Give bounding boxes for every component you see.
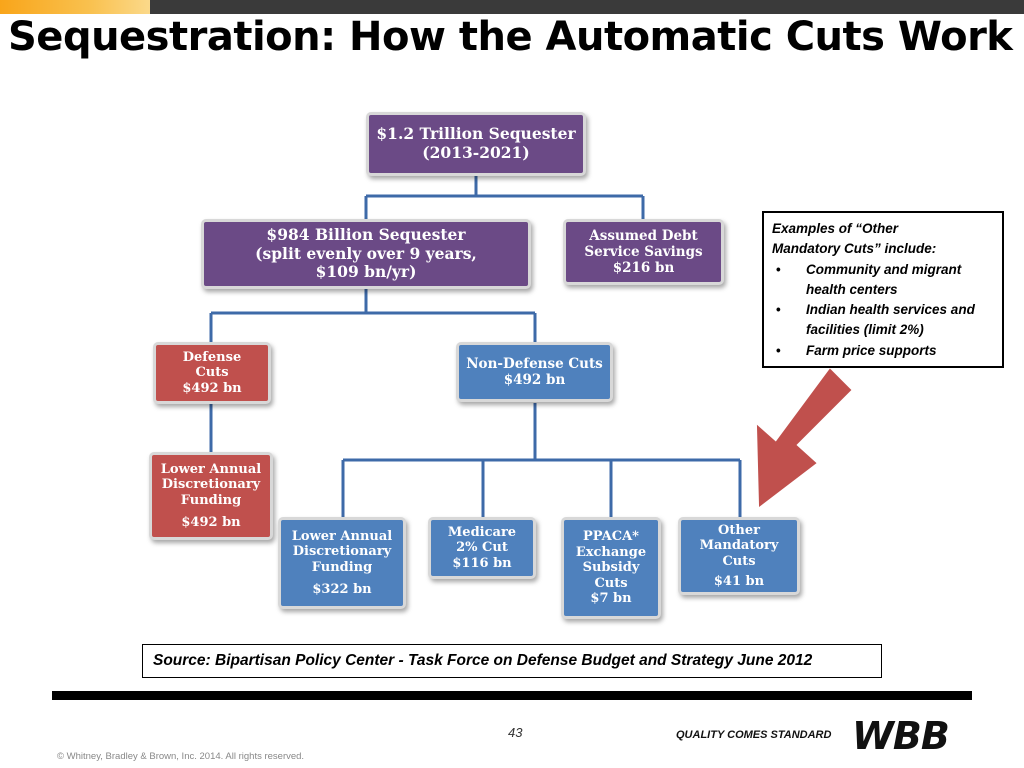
- box-line: Service Savings: [584, 243, 703, 260]
- box-line: $109 bn/yr): [315, 262, 417, 282]
- box-line: $984 Billion Sequester: [266, 225, 466, 245]
- box-line: Mandatory: [699, 538, 779, 554]
- box-other-mandatory-cuts: Other Mandatory Cuts $41 bn: [678, 517, 800, 595]
- box-line: $216 bn: [612, 260, 675, 277]
- box-line: $492 bn: [182, 380, 242, 396]
- box-line: Medicare: [447, 524, 517, 540]
- box-ppaca-exchange-subsidy-cuts: PPACA* Exchange Subsidy Cuts $7 bn: [561, 517, 661, 619]
- box-line: Funding: [311, 560, 373, 575]
- examples-heading: Examples of “Other: [772, 221, 899, 236]
- examples-item-line: Community and migrant: [806, 261, 962, 277]
- examples-item: Farm price supports: [772, 341, 994, 362]
- box-line: $322 bn: [312, 581, 372, 597]
- box-defense-cuts: Defense Cuts $492 bn: [153, 342, 271, 404]
- box-984-billion-sequester: $984 Billion Sequester (split evenly ove…: [201, 219, 531, 289]
- box-line: Non-Defense Cuts: [466, 355, 603, 372]
- copyright-notice: © Whitney, Bradley & Brown, Inc. 2014. A…: [57, 751, 305, 762]
- box-defense-discretionary-funding: Lower Annual Discretionary Funding $492 …: [149, 452, 273, 540]
- box-line: $41 bn: [713, 573, 765, 589]
- source-citation: Source: Bipartisan Policy Center - Task …: [142, 644, 882, 678]
- examples-callout: Examples of “Other Mandatory Cuts” inclu…: [762, 211, 1004, 368]
- box-non-defense-cuts: Non-Defense Cuts $492 bn: [456, 342, 613, 402]
- box-line: Discretionary: [161, 477, 261, 493]
- box-line: PPACA*: [583, 529, 639, 545]
- box-1-2-trillion-sequester: $1.2 Trillion Sequester (2013-2021): [366, 112, 586, 176]
- top-accent-stripe: [0, 0, 150, 14]
- box-line: Cuts: [195, 365, 229, 381]
- box-assumed-debt-service-savings: Assumed Debt Service Savings $216 bn: [563, 219, 724, 285]
- box-line: Exchange: [575, 544, 647, 560]
- examples-item: Community and migrant health centers: [772, 260, 994, 301]
- examples-item: Indian health services and facilities (l…: [772, 300, 994, 341]
- box-line: Lower Annual: [291, 528, 393, 544]
- footer-divider: [52, 691, 972, 700]
- box-line: Other: [718, 522, 760, 538]
- box-line: 2% Cut: [456, 540, 508, 556]
- examples-item-line: Indian health services and: [806, 302, 975, 317]
- examples-item-line: Farm price supports: [806, 342, 937, 358]
- wbb-logo: WBB: [852, 716, 950, 754]
- examples-item-line: health centers: [806, 281, 898, 297]
- box-line: Lower Annual: [160, 461, 262, 477]
- box-line: Discretionary: [292, 544, 392, 560]
- slide-title: Sequestration: How the Automatic Cuts Wo…: [8, 14, 1013, 60]
- box-line: Funding: [180, 493, 242, 508]
- box-line: Cuts: [722, 554, 756, 569]
- page-number: 43: [508, 725, 523, 740]
- box-line: $116 bn: [452, 555, 512, 571]
- box-line: (2013-2021): [422, 143, 530, 162]
- box-line: $1.2 Trillion Sequester: [376, 124, 576, 144]
- box-line: Cuts: [594, 575, 628, 591]
- box-line: Assumed Debt: [589, 227, 698, 244]
- box-line: $7 bn: [590, 591, 632, 607]
- examples-item-line: facilities (limit 2%): [806, 322, 924, 338]
- box-line: Defense: [182, 349, 242, 365]
- pointer-arrow-icon: [756, 368, 852, 507]
- box-line: (split evenly over 9 years,: [255, 243, 477, 263]
- examples-heading: Mandatory Cuts” include:: [772, 241, 937, 257]
- box-medicare-cut: Medicare 2% Cut $116 bn: [428, 517, 536, 579]
- box-line: $492 bn: [181, 514, 241, 530]
- logo-text: WBB: [852, 716, 949, 754]
- box-nondefense-discretionary-funding: Lower Annual Discretionary Funding $322 …: [278, 517, 406, 609]
- box-line: Subsidy: [582, 560, 640, 576]
- box-line: $492 bn: [503, 372, 566, 388]
- top-accent-bar: [0, 0, 1024, 14]
- company-tagline: QUALITY COMES STANDARD: [676, 729, 832, 741]
- examples-list: Community and migrant health centers Ind…: [772, 260, 994, 362]
